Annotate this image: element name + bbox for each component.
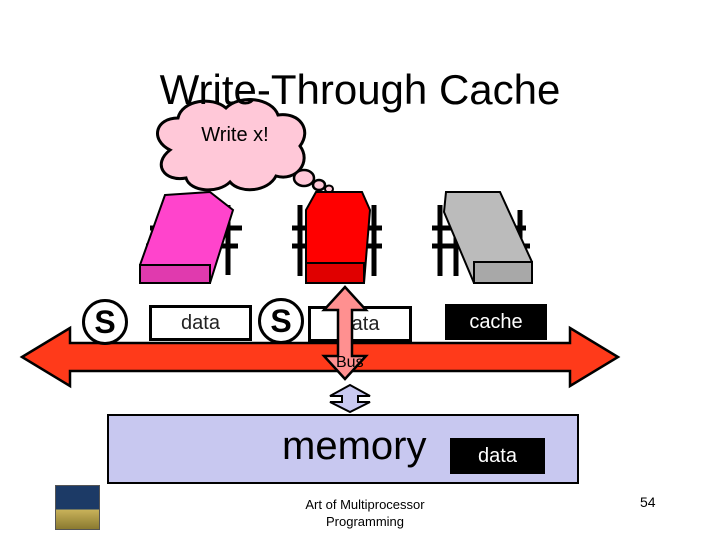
bus-label: Bus bbox=[336, 354, 364, 371]
cache-label-left: data bbox=[181, 311, 220, 334]
memory-label: memory bbox=[282, 424, 427, 468]
state-circle-middle: S bbox=[258, 298, 304, 344]
processor-chip-middle bbox=[292, 191, 382, 284]
page-title: Write-Through Cache bbox=[159, 66, 561, 113]
state-label-middle: S bbox=[270, 302, 292, 339]
memory-data-box: data bbox=[450, 438, 545, 474]
processor-chip-left bbox=[139, 190, 242, 284]
cache-bus-arrow bbox=[321, 285, 369, 381]
state-label-left: S bbox=[94, 303, 116, 340]
cache-box-left: data bbox=[149, 305, 252, 341]
bus-memory-arrow bbox=[329, 383, 371, 414]
cache-box-right: cache bbox=[445, 304, 547, 340]
memory-data-label: data bbox=[478, 444, 517, 467]
page-number: 54 bbox=[640, 494, 656, 510]
thought-cloud bbox=[156, 98, 334, 194]
book-cover-image bbox=[55, 485, 100, 530]
cache-label-right: cache bbox=[469, 310, 523, 333]
thought-text: Write x! bbox=[201, 124, 269, 146]
state-circle-left: S bbox=[82, 299, 128, 345]
footer-text: Art of Multiprocessor Programming bbox=[305, 497, 425, 529]
processor-chip-right bbox=[432, 191, 533, 284]
bus-arrow bbox=[19, 325, 621, 389]
